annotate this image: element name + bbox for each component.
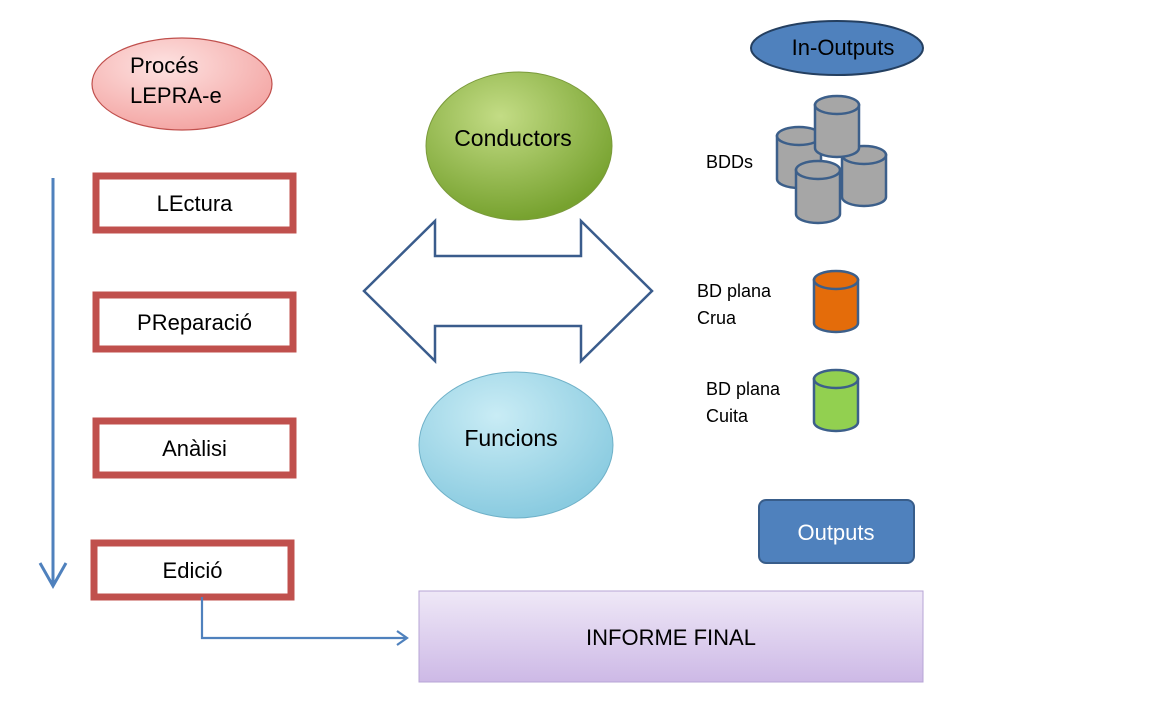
edicio-to-informe-arrow: [200, 597, 409, 646]
outputs-label: Outputs: [797, 520, 874, 545]
bd-cuita-database-icon: [812, 368, 860, 433]
conductors-label: Conductors: [454, 125, 572, 151]
in-outputs-ellipse: In-Outputs: [750, 20, 924, 76]
informe-final-label: INFORME FINAL: [586, 625, 756, 650]
bd-cuita-label-line1: BD plana: [706, 379, 781, 399]
bd-crua-label-line1: BD plana: [697, 281, 772, 301]
step-lectura: LEctura: [92, 172, 297, 234]
bd-cuita-label-line2: Cuita: [706, 406, 749, 426]
bd-crua-database-icon: [812, 269, 860, 334]
in-outputs-label: In-Outputs: [792, 35, 895, 60]
step-label: LEctura: [157, 191, 234, 216]
step-label: PReparació: [137, 310, 252, 335]
step-label: Anàlisi: [162, 436, 227, 461]
step-analisi: Anàlisi: [92, 417, 297, 479]
bdds-label: BDDs: [706, 152, 753, 172]
process-title-ellipse: Procés LEPRA-e: [91, 37, 273, 131]
flow-down-arrow: [38, 178, 68, 590]
informe-final-box: INFORME FINAL: [418, 590, 924, 683]
bd-crua-label-line2: Crua: [697, 308, 737, 328]
funcions-label: Funcions: [464, 425, 557, 451]
process-title-line2: LEPRA-e: [130, 83, 222, 108]
bdds-database-icon: [775, 94, 888, 225]
double-arrow: [362, 218, 654, 364]
step-label: Edició: [163, 558, 223, 583]
outputs-box: Outputs: [758, 499, 915, 564]
funcions-ellipse: Funcions: [418, 371, 614, 519]
step-preparacio: PReparació: [92, 291, 297, 353]
step-edicio: Edició: [90, 539, 295, 601]
process-title-line1: Procés: [130, 53, 198, 78]
conductors-ellipse: Conductors: [425, 71, 613, 221]
